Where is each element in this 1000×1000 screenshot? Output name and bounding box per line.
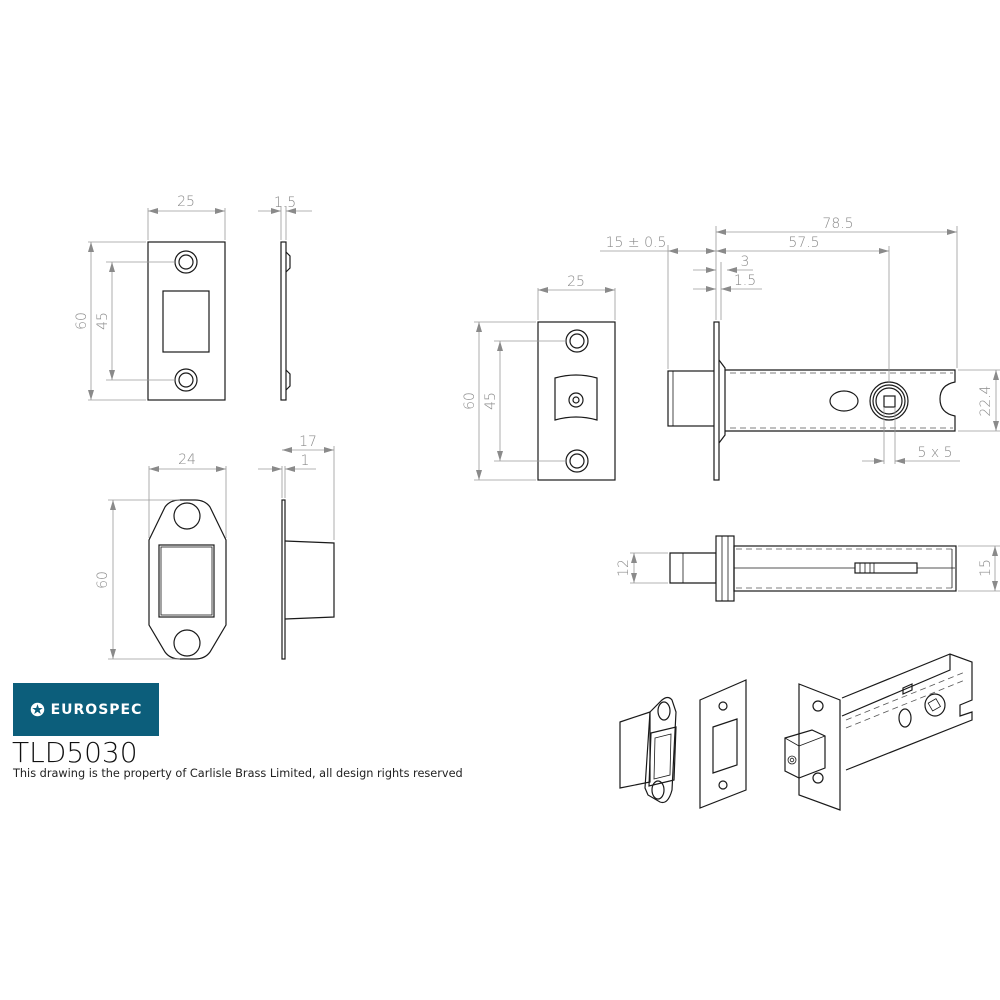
dim-keep-width: 24 [178, 452, 196, 468]
dim-keep-height: 60 [95, 571, 111, 589]
dim-strike-width: 25 [177, 194, 195, 210]
strike-plate-front-view: 25 60 45 [74, 194, 226, 401]
dim-bolt-projection: 15 ± 0.5 [606, 235, 667, 251]
iso-tubular-latch [784, 653, 973, 811]
product-code: TLD5030 [12, 736, 138, 769]
dim-backset: 57.5 [788, 235, 819, 251]
isometric-assembly-view [619, 653, 973, 811]
star-in-circle-icon [30, 702, 44, 717]
strike-plate-side-view: 1.5 [258, 195, 312, 401]
dim-forend-width: 25 [567, 274, 585, 290]
box-keep-side-view: 17 1 [258, 434, 335, 660]
dim-forend-thickness: 3 [741, 254, 750, 270]
eurospec-logo: EUROSPEC [13, 683, 159, 736]
dim-strike-hole-centres: 45 [95, 312, 111, 330]
dim-plate-thickness: 1.5 [734, 273, 756, 289]
dim-keep-depth: 17 [299, 434, 317, 450]
dim-body-width: 15 [978, 559, 994, 577]
dim-strike-height: 60 [74, 312, 90, 330]
dim-strike-thickness: 1.5 [274, 195, 296, 211]
dim-forend-height: 60 [462, 392, 478, 410]
latch-top-view: 12 15 [616, 535, 1000, 602]
dim-body-height: 22.4 [978, 385, 994, 416]
dim-spindle: 5 x 5 [918, 445, 953, 461]
box-keep-front-view: 24 60 [95, 452, 227, 660]
latch-side-view: 78.5 57.5 15 ± 0.5 3 1.5 22.4 5 x 5 [600, 216, 1000, 481]
latch-forend-front-view: 25 60 45 [462, 274, 616, 481]
iso-strike-plate [699, 679, 747, 809]
brand-name: EUROSPEC [50, 701, 143, 718]
rights-notice: This drawing is the property of Carlisle… [13, 767, 463, 780]
dim-bolt-height: 12 [616, 559, 632, 577]
dim-overall-length: 78.5 [822, 216, 853, 232]
dim-forend-hole-centres: 45 [483, 392, 499, 410]
dim-keep-flange: 1 [301, 453, 310, 469]
iso-box-keep [619, 696, 677, 804]
